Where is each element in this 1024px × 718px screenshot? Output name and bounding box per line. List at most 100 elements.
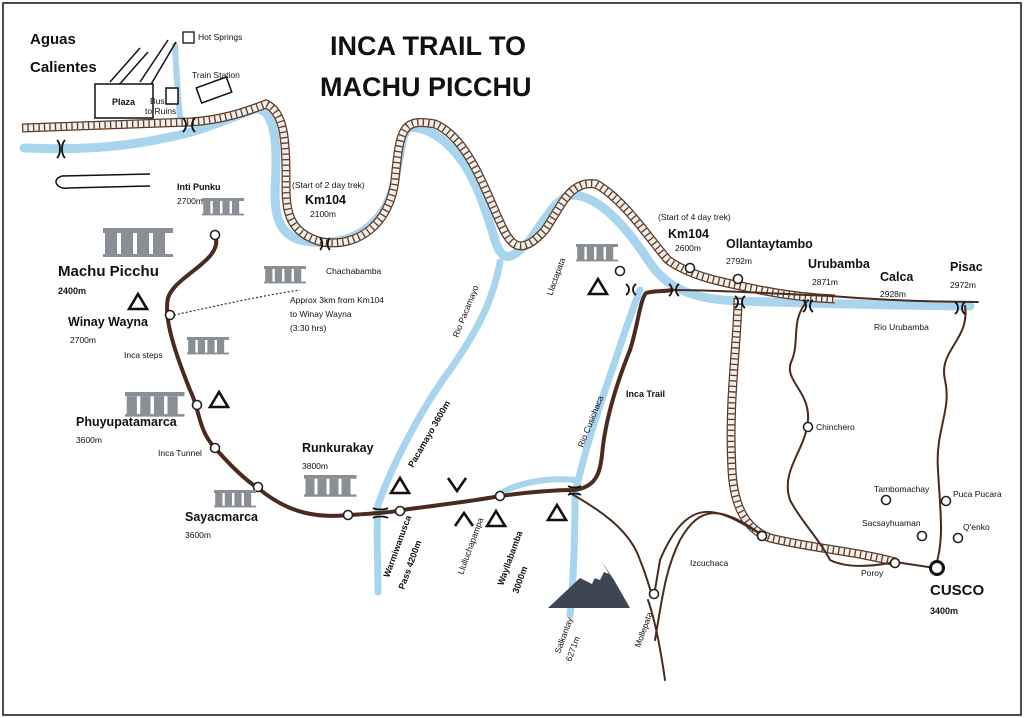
bridge-icon	[319, 237, 331, 251]
winay-wayna-alt: 2700m	[70, 335, 96, 345]
approx-label-2: to Winay Wayna	[290, 309, 352, 319]
camp-triangle-icon	[484, 508, 508, 528]
camp-triangle-icon	[207, 389, 231, 409]
ruins-icon	[202, 198, 244, 216]
stop-circle-icon	[342, 509, 354, 521]
winay-wayna-label: Winay Wayna	[68, 315, 149, 329]
stop-circle-icon	[889, 557, 901, 569]
train-station-box	[195, 76, 233, 104]
bridge-icon	[734, 295, 746, 309]
camp-triangle-icon	[453, 510, 475, 527]
chachabamba-label: Chachabamba	[326, 266, 382, 276]
phuyu-label: Phuyupatamarca	[76, 415, 178, 429]
ruins-icon	[125, 392, 185, 417]
calientes-label: Calientes	[30, 59, 97, 76]
bridge-icon	[567, 485, 582, 496]
bus-label: Bus	[150, 96, 165, 106]
camp-triangle-icon	[388, 475, 412, 495]
stop-circle-icon	[252, 481, 264, 493]
ruins-icon	[264, 266, 306, 284]
stop-circle-icon	[164, 309, 176, 321]
ruins-icon	[214, 490, 256, 508]
railway	[21, 99, 897, 567]
stop-circle-icon	[684, 262, 696, 274]
km104-label-b: Km104	[668, 227, 709, 241]
km104-label-a: Km104	[305, 193, 346, 207]
stop-circle-icon	[756, 530, 768, 542]
bridge-icon	[625, 283, 637, 296]
bridge-icon	[182, 117, 196, 133]
stop-circle-icon	[394, 505, 406, 517]
ruins	[103, 198, 618, 508]
road-loop	[55, 173, 151, 189]
ruins-icon	[103, 228, 173, 257]
camp-triangle-icon	[126, 291, 150, 311]
poroy-label: Poroy	[861, 568, 884, 578]
plaza-box	[94, 83, 154, 119]
runkurakay-alt: 3800m	[302, 461, 328, 471]
pisac-alt: 2972m	[950, 280, 976, 290]
cusco-label: CUSCO	[930, 582, 985, 599]
bridges	[56, 117, 966, 519]
stop-circle-icon	[732, 273, 744, 285]
bus-box	[165, 87, 179, 105]
ruins-icon	[304, 475, 357, 497]
camp-triangle-icon	[545, 502, 569, 522]
inti-punku-label: Inti Punku	[177, 182, 221, 192]
map-title-line1: INCA TRAIL TO	[330, 31, 526, 61]
chinchero-label: Chinchero	[816, 422, 855, 432]
urubamba-alt: 2871m	[812, 277, 838, 287]
stop-circle-icon	[209, 442, 221, 454]
train-station-label: Train Station	[192, 70, 240, 80]
stop-circle-icon	[880, 494, 892, 506]
izcuchaca-label: Izcuchaca	[690, 558, 729, 568]
camp-triangle-icon	[586, 276, 610, 296]
km104-alt-b: 2600m	[675, 243, 701, 253]
runkurakay-label: Runkurakay	[302, 441, 374, 455]
stop-circle-icon	[802, 421, 814, 433]
roads	[169, 289, 979, 681]
bridge-icon	[802, 299, 814, 313]
ollantaytambo-label: Ollantaytambo	[726, 237, 813, 251]
stop-circle-icon	[648, 588, 660, 600]
calca-alt: 2928m	[880, 289, 906, 299]
cusco-marker	[929, 560, 945, 576]
calca-label: Calca	[880, 270, 914, 284]
machu-picchu-label: Machu Picchu	[58, 263, 159, 280]
hot-springs-box	[182, 31, 195, 44]
ruins-icon	[576, 244, 618, 262]
sayacmarca-alt: 3600m	[185, 530, 211, 540]
tambomachay-label: Tambomachay	[874, 484, 930, 494]
sacsayhuaman-label: Sacsayhuaman	[862, 518, 921, 528]
mountain-icon	[548, 562, 630, 608]
sayacmarca-label: Sayacmarca	[185, 510, 259, 524]
campsites	[126, 276, 610, 528]
bus-ruins-label: to Ruins	[145, 106, 176, 116]
urubamba-label: Urubamba	[808, 257, 871, 271]
puca-pucara-label: Puca Pucara	[953, 489, 1002, 499]
start-2day-label: (Start of 2 day trek)	[292, 180, 365, 190]
stop-circle-icon	[614, 265, 626, 277]
inca-tunnel-label: Inca Tunnel	[158, 448, 202, 458]
pisac-label: Pisac	[950, 260, 983, 274]
qenko-label: Q'enko	[963, 522, 990, 532]
machu-picchu-alt: 2400m	[58, 286, 86, 296]
approx-label-1: Approx 3km from Km104	[290, 295, 384, 305]
cusco-alt: 3400m	[930, 606, 958, 616]
stop-circle-icon	[940, 495, 952, 507]
map-title-line2: MACHU PICCHU	[320, 72, 532, 102]
km104-alt-a: 2100m	[310, 209, 336, 219]
aguas-label: Aguas	[30, 31, 76, 48]
start-4day-label: (Start of 4 day trek)	[658, 212, 731, 222]
aguas-calientes-town	[55, 31, 233, 189]
rio-urubamba-label: Rio Urubamba	[874, 322, 929, 332]
approx-label-3: (3:30 hrs)	[290, 323, 327, 333]
stop-circle-icon	[916, 530, 928, 542]
bridge-icon	[372, 507, 389, 519]
plaza-label: Plaza	[112, 97, 136, 107]
stop-circle-icon	[209, 229, 221, 241]
inti-punku-alt: 2700m	[177, 196, 203, 206]
bridge-icon	[56, 139, 66, 159]
hot-springs-label: Hot Springs	[198, 32, 242, 42]
phuyu-alt: 3600m	[76, 435, 102, 445]
